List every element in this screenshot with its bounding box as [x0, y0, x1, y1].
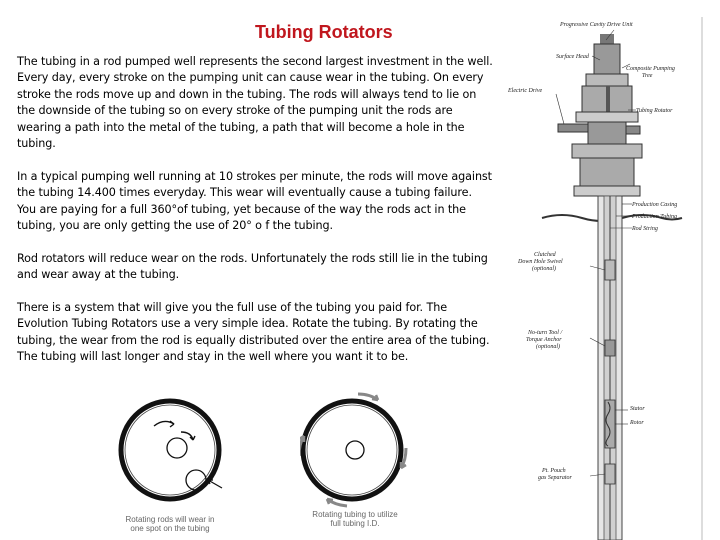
label-clutched-3: (optional) [532, 265, 556, 272]
tubing-outer-ring [118, 398, 222, 502]
well-diagram: Progressive Cavity Drive Unit Surface He… [502, 12, 712, 540]
label-electric-drive: Electric Drive [507, 88, 542, 94]
label-stator: Stator [630, 406, 645, 412]
rod-wear-spot [185, 469, 207, 491]
tubing-inner-ring [124, 404, 216, 496]
rod-circle [166, 437, 188, 459]
pointer-arrow [207, 479, 223, 489]
left-figure-caption: Rotating rods will wear in one spot on t… [105, 515, 235, 533]
tubing-inner-ring [306, 404, 398, 496]
label-composite-tree-2: Tree [642, 73, 653, 79]
rotor [605, 401, 611, 447]
paragraph-3: Rod rotators will reduce wear on the rod… [17, 251, 488, 282]
electric-drive [557, 123, 589, 133]
torque-anchor [604, 339, 616, 357]
label-noturn-2: Torque Anchor [526, 337, 562, 343]
paragraph-4: There is a system that will give you the… [17, 301, 490, 364]
tubing-rotator-body [587, 121, 627, 145]
label-gas-separator-1: Pt. Pouch [541, 468, 566, 474]
label-rotor: Rotor [629, 420, 644, 426]
page-title: Tubing Rotators [255, 22, 393, 42]
tubing-outer-ring [300, 398, 404, 502]
label-production-tubing: Production Tubing [631, 214, 677, 220]
wellhead-flange [571, 143, 643, 159]
label-clutched-2: Down Hole Swivel [517, 259, 563, 265]
label-drive-unit: Progressive Cavity Drive Unit [559, 22, 633, 28]
gas-separator [604, 463, 616, 485]
tubing-rotation-figure [300, 384, 420, 514]
right-caption-line-1: Rotating tubing to utilize [312, 510, 398, 519]
paragraph-2: In a typical pumping well running at 10 … [17, 169, 492, 233]
downhole-swivel [604, 259, 616, 281]
label-clutched-1: Clutched [534, 252, 557, 258]
pcp-well-schematic: Progressive Cavity Drive Unit Surface He… [507, 17, 703, 540]
rod-wear-figure [118, 388, 228, 516]
label-surface-head: Surface Head [556, 53, 590, 60]
rod-wear-diagram [118, 398, 223, 502]
label-tubing-rotator: Tubing Rotator [636, 108, 673, 114]
label-noturn-3: (optional) [536, 343, 560, 350]
left-caption-line-2: one spot on the tubing [130, 524, 210, 533]
tubing-rotation-diagram [300, 392, 408, 508]
paragraph-1: The tubing in a rod pumped well represen… [17, 55, 493, 151]
body-text: The tubing in a rod pumped well represen… [17, 54, 493, 382]
left-caption-line-1: Rotating rods will wear in [125, 515, 215, 524]
rod-circle [345, 440, 365, 460]
label-gas-separator-2: gas Separator [538, 475, 573, 481]
label-noturn-1: No-turn Tool / [527, 330, 563, 336]
label-production-casing: Production Casing [631, 202, 677, 208]
right-figure-caption: Rotating tubing to utilize full tubing I… [290, 510, 420, 528]
right-caption-line-2: full tubing I.D. [330, 519, 380, 528]
label-composite-tree-1: Composite Pumping [626, 66, 675, 72]
label-rod-string: Rod String [631, 226, 658, 232]
